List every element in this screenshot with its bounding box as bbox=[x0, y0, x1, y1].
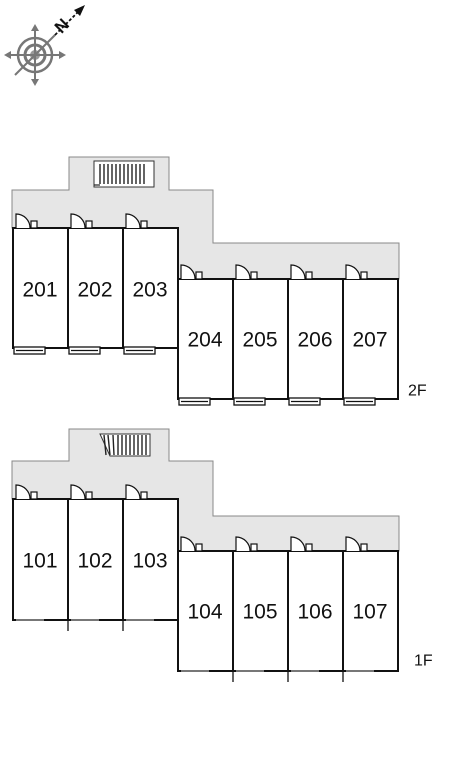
room-label: 107 bbox=[352, 601, 387, 624]
room-104 bbox=[177, 550, 234, 672]
north-label: N bbox=[51, 15, 73, 37]
room-label: 203 bbox=[132, 279, 167, 302]
room-label: 205 bbox=[242, 329, 277, 352]
room-106 bbox=[287, 550, 344, 672]
compass-rose-icon bbox=[4, 5, 85, 86]
room-107 bbox=[342, 550, 399, 672]
floor-label-1f: 1F bbox=[414, 653, 433, 670]
room-label: 101 bbox=[22, 550, 57, 573]
room-203 bbox=[122, 227, 179, 349]
room-label: 104 bbox=[187, 601, 222, 624]
room-103 bbox=[122, 498, 179, 621]
room-206 bbox=[287, 278, 344, 400]
floor-label-2f: 2F bbox=[408, 383, 427, 400]
room-label: 204 bbox=[187, 329, 222, 352]
room-205 bbox=[232, 278, 289, 400]
room-101 bbox=[12, 498, 69, 621]
room-label: 103 bbox=[132, 550, 167, 573]
room-label: 106 bbox=[297, 601, 332, 624]
room-label: 202 bbox=[77, 279, 112, 302]
balconies-2f bbox=[13, 346, 376, 406]
door-icons-2f bbox=[15, 213, 368, 280]
room-201 bbox=[12, 227, 69, 349]
room-label: 207 bbox=[352, 329, 387, 352]
room-label: 206 bbox=[297, 329, 332, 352]
room-105 bbox=[232, 550, 289, 672]
stairs-2f bbox=[93, 160, 155, 188]
room-label: 201 bbox=[22, 279, 57, 302]
stairs-1f bbox=[99, 433, 151, 457]
floor-1f: 101 102 103 104 105 106 107 1F bbox=[11, 428, 433, 682]
fence-posts-1f bbox=[67, 620, 344, 682]
room-204 bbox=[177, 278, 234, 400]
room-label: 102 bbox=[77, 550, 112, 573]
door-icons-1f bbox=[15, 484, 368, 552]
room-207 bbox=[342, 278, 399, 400]
floor-2f: 201 202 203 204 205 206 207 2F bbox=[11, 156, 427, 406]
windows-1f bbox=[16, 619, 374, 672]
room-label: 105 bbox=[242, 601, 277, 624]
